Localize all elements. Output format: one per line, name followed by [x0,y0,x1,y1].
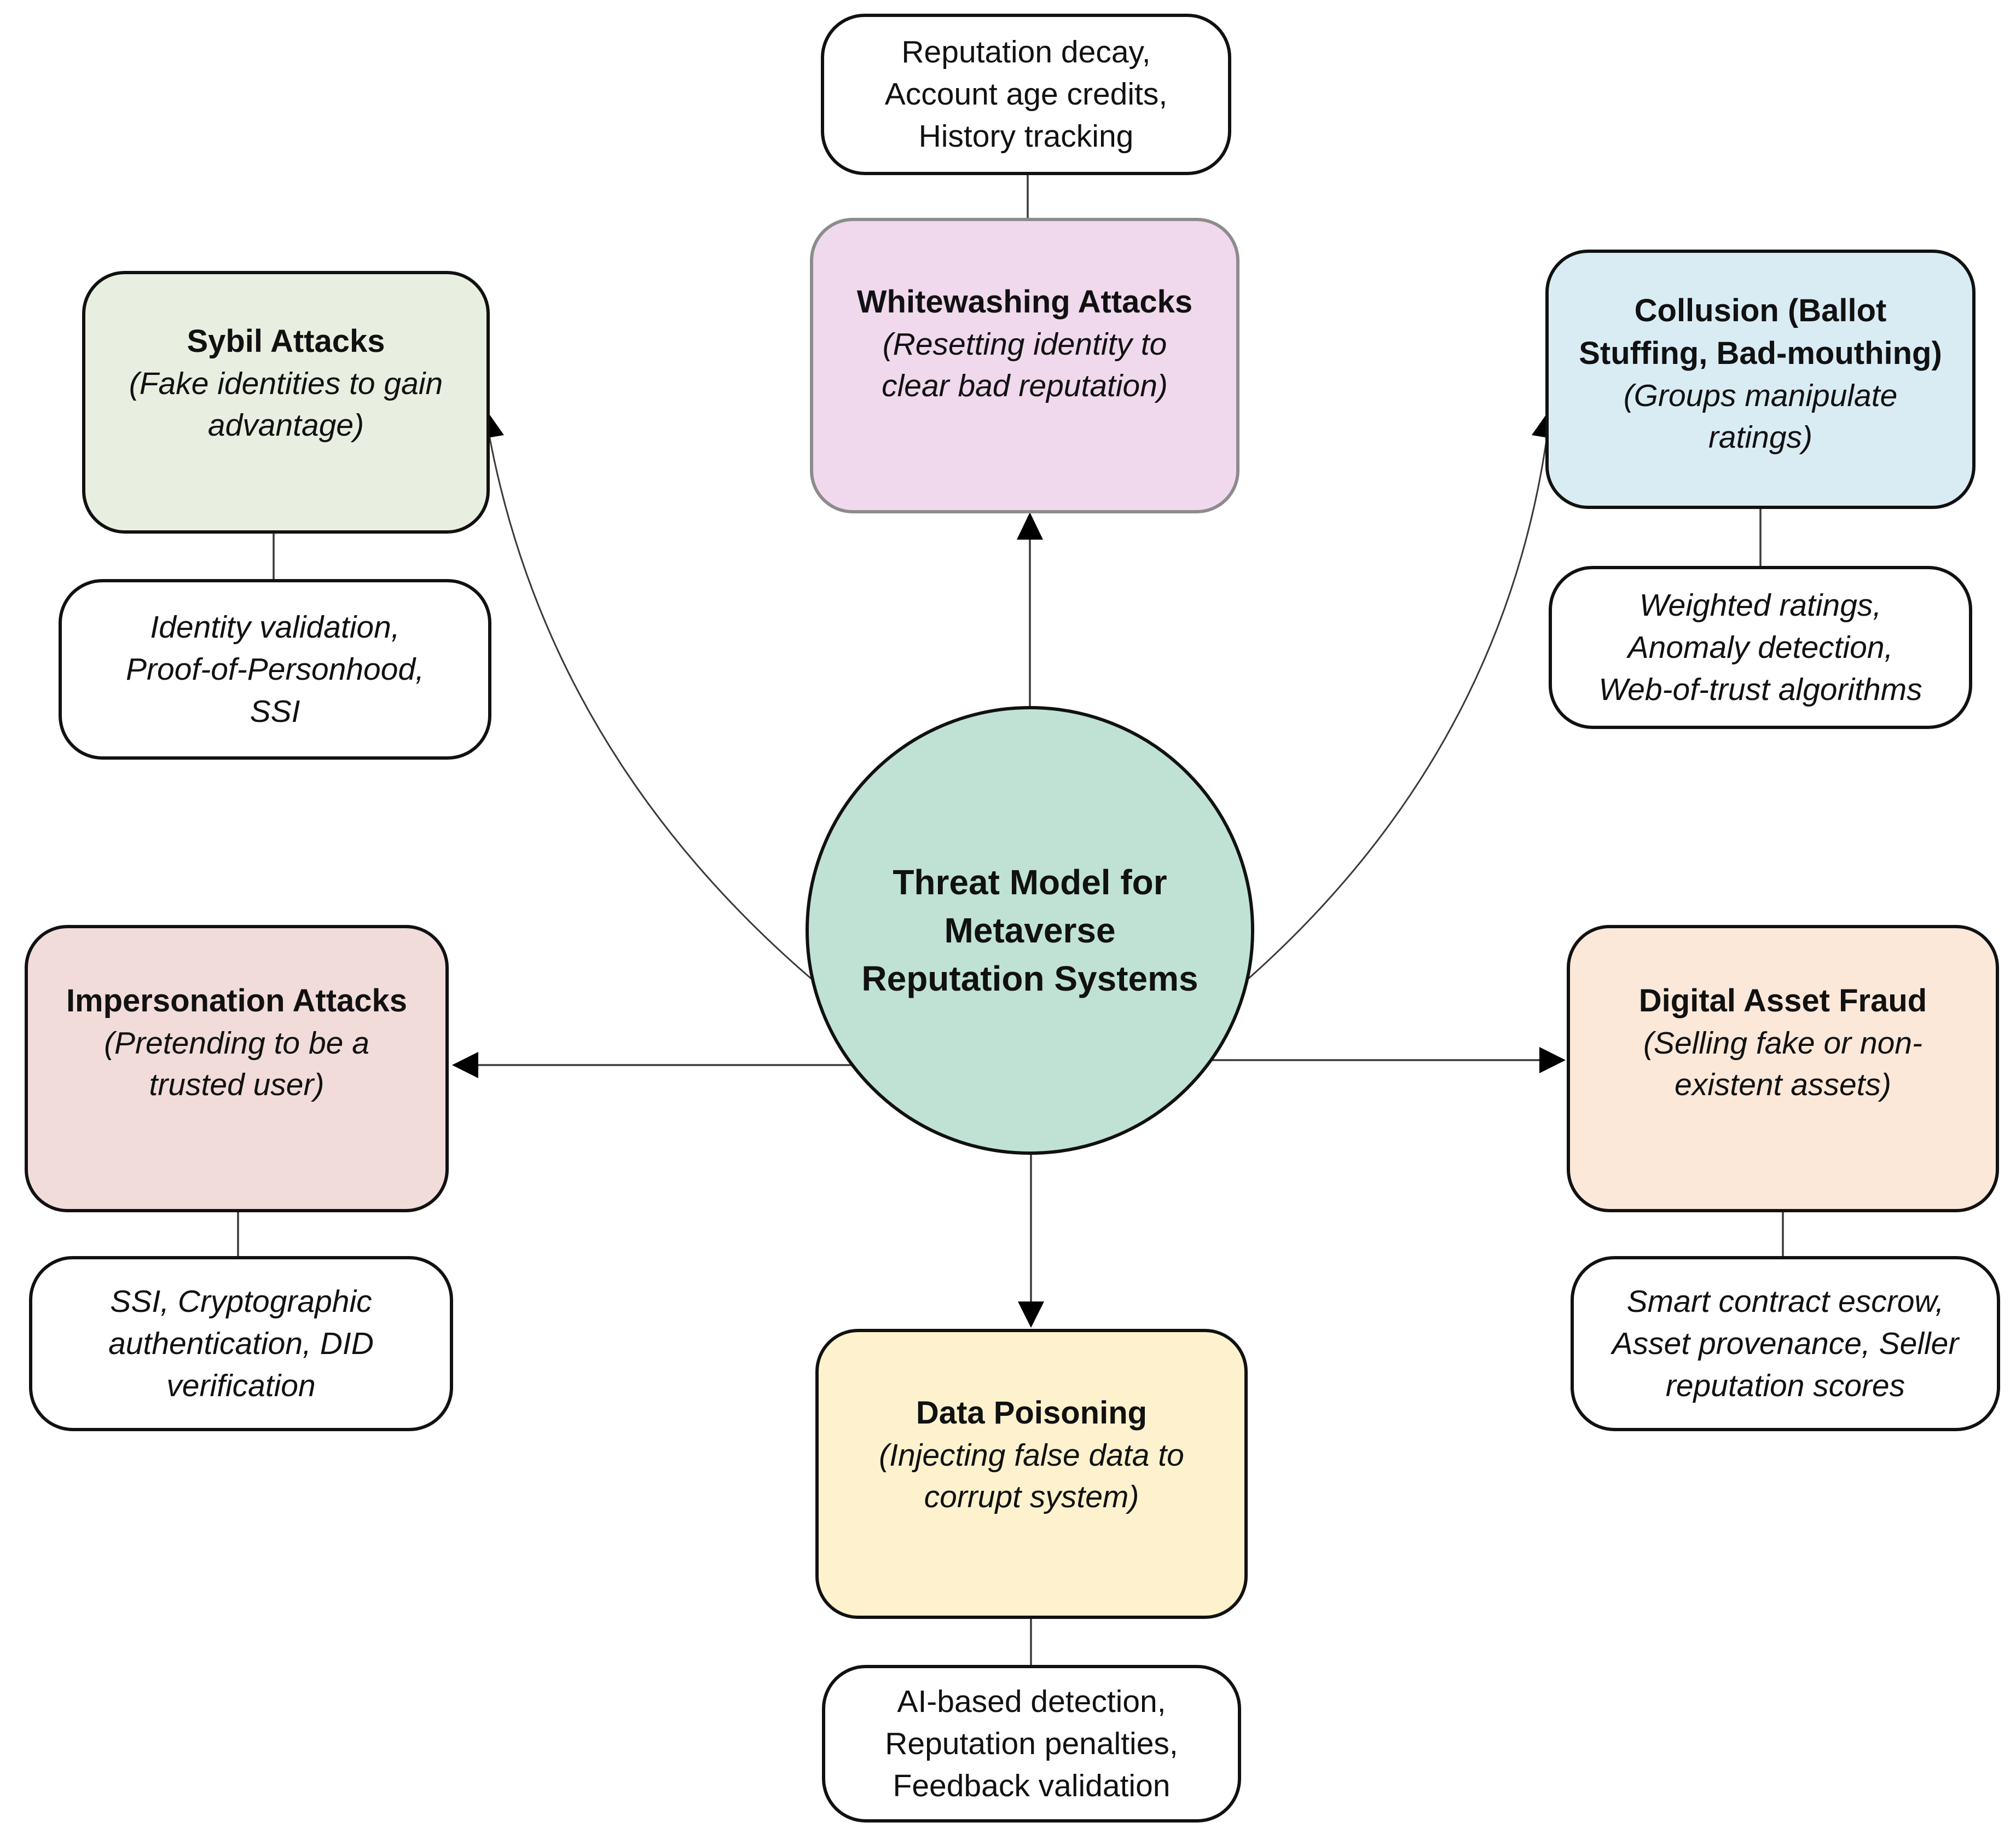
arrowhead-up-whitewashing [1017,512,1043,540]
attack-box-digital-asset-fraud: Digital Asset Fraud (Selling fake or non… [1567,925,1999,1212]
attack-box-data-poisoning: Data Poisoning (Injecting false data to … [815,1329,1248,1619]
attack-box-whitewashing: Whitewashing Attacks (Resetting identity… [810,218,1239,513]
attack-description: (Resetting identity to [882,327,1167,362]
attack-description: advantage) [207,408,364,443]
mitigation-box-data-poisoning: AI-based detection, Reputation penalties… [822,1665,1241,1823]
attack-title: Stuffing, Bad-mouthing) [1579,335,1942,371]
mitigation-box-digital-asset-fraud: Smart contract escrow, Asset provenance,… [1571,1256,2000,1431]
mitigation-text: Identity validation, [150,609,400,645]
mitigation-text: Reputation penalties, [885,1726,1178,1761]
mitigation-text: authentication, DID [108,1326,374,1361]
central-node-label: Reputation Systems [861,959,1198,998]
mitigation-text: Asset provenance, Seller [1612,1326,1959,1361]
attack-description: (Fake identities to gain [129,366,443,401]
attack-description: corrupt system) [924,1479,1139,1514]
attack-description: (Pretending to be a [104,1026,369,1061]
mitigation-text: Anomaly detection, [1627,629,1893,665]
mitigation-text: Account age credits, [884,77,1168,112]
mitigation-text: SSI, Cryptographic [110,1283,372,1319]
arrow-curve-center-to-collusion [1207,432,1549,1015]
arrowhead-left-impersonation [452,1052,478,1078]
mitigation-text: reputation scores [1665,1368,1905,1403]
mitigation-text: Smart contract escrow, [1626,1283,1944,1319]
attack-title: Sybil Attacks [187,323,385,359]
arrow-line-center-to-digital-asset-fraud [1177,1059,1543,1068]
mitigation-text: Feedback validation [893,1768,1171,1803]
attack-title: Impersonation Attacks [66,983,408,1019]
attack-description: (Selling fake or non- [1643,1026,1923,1061]
mitigation-text: Proof-of-Personhood, [126,651,424,687]
mitigation-text: History tracking [918,119,1134,154]
mitigation-box-whitewashing: Reputation decay, Account age credits, H… [821,14,1231,175]
arrow-curve-center-to-sybil [488,432,854,1015]
mitigation-box-impersonation: SSI, Cryptographic authentication, DID v… [29,1256,453,1431]
attack-box-collusion: Collusion (Ballot Stuffing, Bad-mouthing… [1545,250,1976,509]
attack-description: (Injecting false data to [879,1438,1184,1473]
attack-title: Whitewashing Attacks [856,284,1193,320]
mitigation-box-sybil: Identity validation, Proof-of-Personhood… [59,579,491,760]
mitigation-text: Weighted ratings, [1639,587,1882,623]
attack-title: Data Poisoning [916,1395,1148,1431]
attack-title: Digital Asset Fraud [1638,983,1927,1019]
attack-description: ratings) [1708,420,1813,455]
mitigation-text: Reputation decay, [901,34,1151,70]
attack-box-impersonation: Impersonation Attacks (Pretending to be … [25,925,449,1212]
arrowhead-down-data-poisoning [1018,1301,1044,1328]
mitigation-box-collusion: Weighted ratings, Anomaly detection, Web… [1549,566,1972,729]
mitigation-text: verification [166,1368,316,1403]
arrowhead-right-digital-asset-fraud [1539,1047,1566,1073]
mitigation-text: SSI [250,693,300,729]
attack-description: (Groups manipulate [1623,378,1898,413]
attack-description: existent assets) [1675,1067,1891,1102]
attack-title: Collusion (Ballot [1634,293,1887,328]
attack-box-sybil: Sybil Attacks (Fake identities to gain a… [82,271,490,534]
central-node-label: Metaverse [944,911,1116,950]
central-node-label: Threat Model for [893,863,1167,902]
mitigation-text: Web-of-trust algorithms [1598,672,1922,707]
attack-description: clear bad reputation) [882,368,1168,403]
mitigation-text: AI-based detection, [897,1683,1166,1719]
attack-description: trusted user) [149,1067,325,1102]
central-node-threat-model: Threat Model for Metaverse Reputation Sy… [806,706,1254,1155]
